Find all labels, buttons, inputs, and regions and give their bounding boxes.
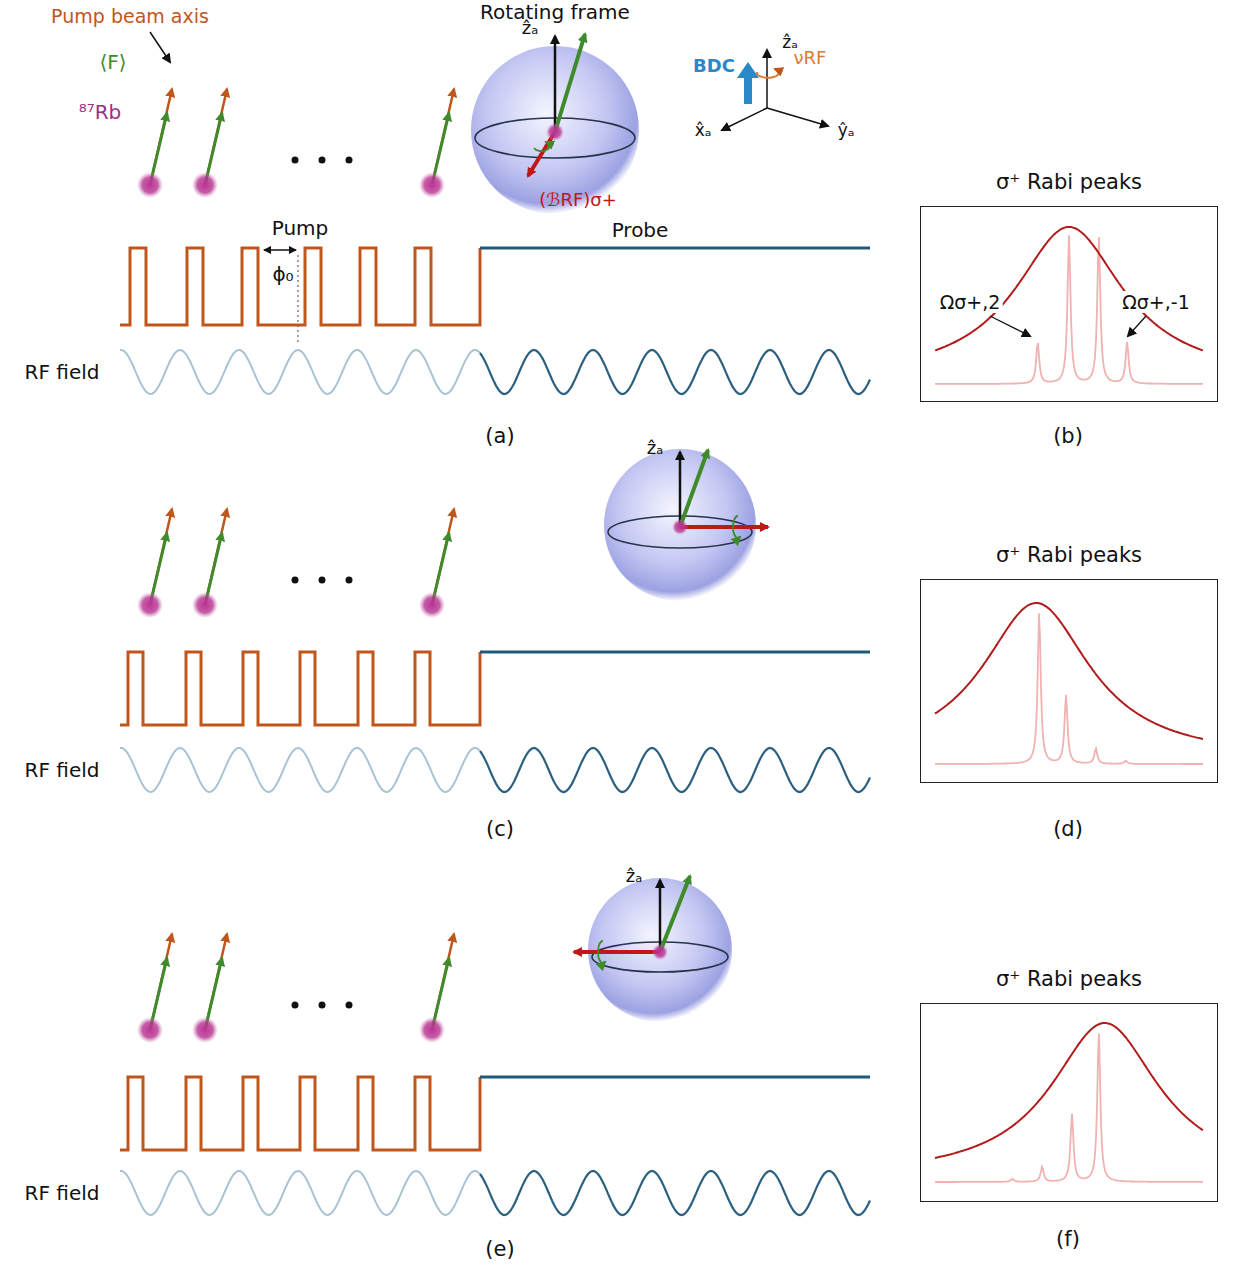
ellipsis-dot [292, 1002, 299, 1009]
field-label: (ℬRF)σ+ [539, 190, 617, 210]
ellipsis-dot [319, 577, 326, 584]
spectrum-panel: σ⁺ Rabi peaks [920, 543, 1218, 783]
peak-label: Ωσ+,2 [938, 291, 1003, 313]
pump-axis-arrow [432, 509, 454, 605]
leader-line [1128, 316, 1146, 336]
leader-line [990, 316, 1030, 336]
rabi-peaks [935, 1034, 1203, 1183]
leader-line [150, 32, 170, 62]
rabi-peaks [935, 235, 1203, 384]
rf-wave [120, 748, 480, 792]
rf-wave [120, 350, 480, 394]
pump-pulse-train [120, 248, 480, 325]
axis-label: x̂ₐ [695, 121, 712, 140]
row-label: RF field [25, 759, 100, 781]
panel-label: (b) [1053, 425, 1083, 448]
atom-array [137, 509, 454, 618]
envelope-curve [935, 603, 1203, 739]
envelope-curve [935, 1023, 1203, 1158]
rb-atom [419, 1017, 445, 1043]
axis-label: ẑₐ [522, 18, 539, 38]
bloch-sphere [574, 876, 732, 1022]
title: Rotating frame [480, 1, 630, 23]
symbol: ⟨F⟩ [99, 51, 126, 73]
rb-atom [192, 592, 218, 618]
pump-axis-arrow [150, 934, 172, 1030]
plot-title: σ⁺ Rabi peaks [920, 967, 1218, 991]
pump-pulse-train [120, 1077, 480, 1150]
ellipsis-dot [292, 577, 299, 584]
ellipsis-dot [346, 1002, 353, 1009]
pulse-and-rf-traces [120, 248, 870, 1215]
ellipsis-dot [346, 157, 353, 164]
spectrum-panel: σ⁺ Rabi peaks [920, 967, 1218, 1202]
pump-axis-arrow [432, 934, 454, 1030]
peak-label: Ωσ+,-1 [1120, 291, 1191, 313]
annotation: Pump [272, 217, 329, 239]
axis-label: ẑₐ [626, 866, 643, 886]
axis-label: ẑₐ [782, 33, 798, 52]
ellipsis-dot [292, 157, 299, 164]
probe-trace [480, 247, 870, 250]
rb-atom [419, 172, 445, 198]
ellipsis-dot [346, 577, 353, 584]
probe-trace [480, 651, 870, 654]
panel-label: (d) [1053, 818, 1083, 841]
atom-array [137, 89, 454, 198]
rb-atom [419, 592, 445, 618]
panel-label: (f) [1056, 1228, 1080, 1251]
pump-axis-arrow [150, 89, 172, 185]
callout: Pump beam axis [51, 6, 209, 27]
row-label: RF field [25, 1182, 100, 1204]
rb-atom [192, 172, 218, 198]
spectrum-panel: σ⁺ Rabi peaksΩσ+,2 Ωσ+,-1 [920, 170, 1218, 402]
dotted-guide [297, 255, 298, 345]
pump-axis-arrow [205, 89, 227, 185]
row-label: RF field [25, 361, 100, 383]
phase-arrow [264, 249, 296, 251]
atom-array [137, 934, 454, 1043]
plot-title: σ⁺ Rabi peaks [920, 543, 1218, 567]
symbol: ϕ₀ [272, 263, 293, 285]
panel-label: (c) [486, 818, 514, 841]
plot-frame [920, 1003, 1218, 1202]
rf-wave [480, 1171, 870, 1215]
field-label: BDC [693, 56, 735, 76]
pump-axis-arrow [432, 89, 454, 185]
bloch-sphere [471, 34, 639, 214]
rb-atom [137, 1017, 163, 1043]
bloch-sphere [604, 449, 768, 601]
pump-pulse-train [120, 652, 480, 725]
panel-label: (a) [485, 425, 514, 448]
envelope-curve [935, 227, 1203, 350]
probe-trace [480, 1076, 870, 1079]
pump-axis-arrow [205, 509, 227, 605]
atom-label: ⁸⁷Rb [79, 101, 122, 123]
plot-frame [920, 579, 1218, 783]
panel-label: (e) [485, 1238, 514, 1261]
pump-axis-arrow [205, 934, 227, 1030]
rf-wave [120, 1171, 480, 1215]
field-label: νRF [794, 48, 827, 68]
rb-atom [137, 172, 163, 198]
annotation: Probe [612, 219, 669, 241]
rb-atom [137, 592, 163, 618]
rf-wave [480, 748, 870, 792]
ellipsis-dot [319, 157, 326, 164]
plot-title: σ⁺ Rabi peaks [920, 170, 1218, 194]
rb-atom [192, 1017, 218, 1043]
ellipsis-dot [319, 1002, 326, 1009]
pump-axis-arrow [150, 509, 172, 605]
axis-label: ẑₐ [647, 438, 664, 458]
rabi-spectra [935, 227, 1203, 1182]
rf-wave [480, 350, 870, 394]
axis-label: ŷₐ [838, 121, 855, 140]
